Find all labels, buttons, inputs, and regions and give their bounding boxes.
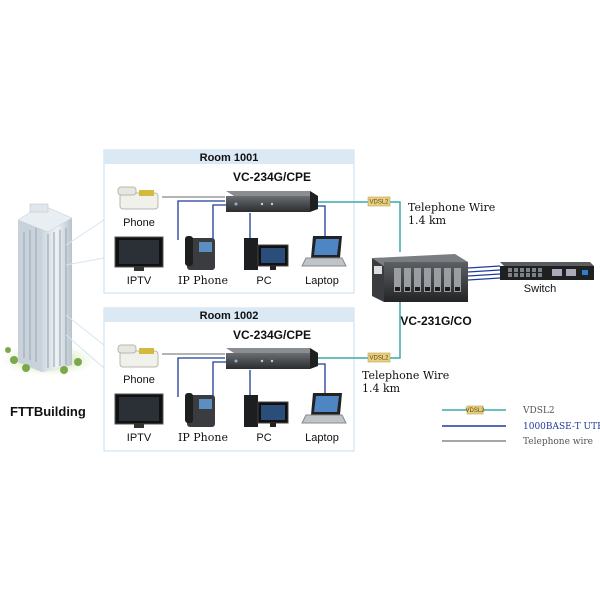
device-label-laptop: Laptop [305, 275, 339, 287]
svg-text:VDSL2: VDSL2 [465, 408, 485, 414]
wire-label: Telephone Wire [362, 369, 449, 382]
legend-label: 1000BASE-T UTP [523, 422, 600, 432]
building-label: FTTBuilding [10, 404, 86, 419]
ip-phone-icon [185, 236, 215, 270]
room-header [104, 308, 354, 322]
device-label-iptv: IPTV [127, 432, 152, 444]
device-label-iptv: IPTV [127, 275, 152, 287]
laptop-icon [301, 393, 347, 424]
cpe-label: VC-234G/CPE [233, 170, 311, 184]
room-1002: Room 1002 VC-234G/CPE Phone IPTV [103, 307, 355, 452]
device-label-phone: Phone [123, 217, 155, 229]
wire-distance: 1.4 km [362, 382, 401, 395]
vdsl-tag: VDSL2 [367, 196, 391, 207]
pc-icon [244, 395, 289, 427]
co-label: VC-231G/CO [400, 314, 471, 328]
device-label-ipphone: IP Phone [178, 431, 228, 444]
vdsl-link-room-1002 [318, 302, 401, 359]
cpe-label: VC-234G/CPE [233, 328, 311, 342]
wire-label: Telephone Wire [408, 201, 495, 214]
projection-lines [65, 219, 105, 369]
ip-phone-icon [185, 393, 215, 427]
device-label-ipphone: IP Phone [178, 274, 228, 287]
legend-item-vdsl2: VDSL2 VDSL2 [442, 405, 555, 416]
switch-label: Switch [524, 283, 556, 295]
vc231g-co-chassis [372, 254, 468, 302]
room-title: Room 1002 [200, 310, 259, 322]
legend-label: Telephone wire [523, 437, 593, 447]
phone-icon [117, 186, 159, 210]
vdsl-link-room-1001 [318, 201, 401, 252]
utp-cable [177, 357, 225, 397]
room-title: Room 1001 [200, 152, 259, 164]
legend: VDSL2 VDSL2 1000BASE-T UTP Telephone wir… [442, 405, 600, 447]
svg-text:VDSL2: VDSL2 [369, 356, 389, 362]
legend-item-telephone: Telephone wire [442, 437, 593, 447]
device-label-pc: PC [256, 275, 271, 287]
building-illustration [0, 203, 96, 376]
laptop-icon [301, 236, 347, 267]
switch-device [500, 262, 594, 280]
tv-icon [114, 236, 164, 271]
utp-cable [177, 200, 225, 240]
legend-item-utp: 1000BASE-T UTP [442, 422, 600, 432]
svg-text:VDSL2: VDSL2 [369, 200, 389, 206]
legend-label: VDSL2 [522, 406, 555, 416]
phone-icon [117, 344, 159, 368]
vc234g-cpe-device [226, 348, 318, 369]
device-label-pc: PC [256, 432, 271, 444]
tv-icon [114, 393, 164, 428]
room-1001: Room 1001 VC-234G/CPE Phone [103, 149, 355, 294]
pc-icon [244, 238, 289, 270]
wire-distance: 1.4 km [408, 214, 447, 227]
uplink-cables [467, 265, 501, 281]
vc234g-cpe-device [226, 191, 318, 212]
vdsl-tag: VDSL2 [367, 352, 391, 363]
room-header [104, 150, 354, 164]
device-label-phone: Phone [123, 374, 155, 386]
device-label-laptop: Laptop [305, 432, 339, 444]
